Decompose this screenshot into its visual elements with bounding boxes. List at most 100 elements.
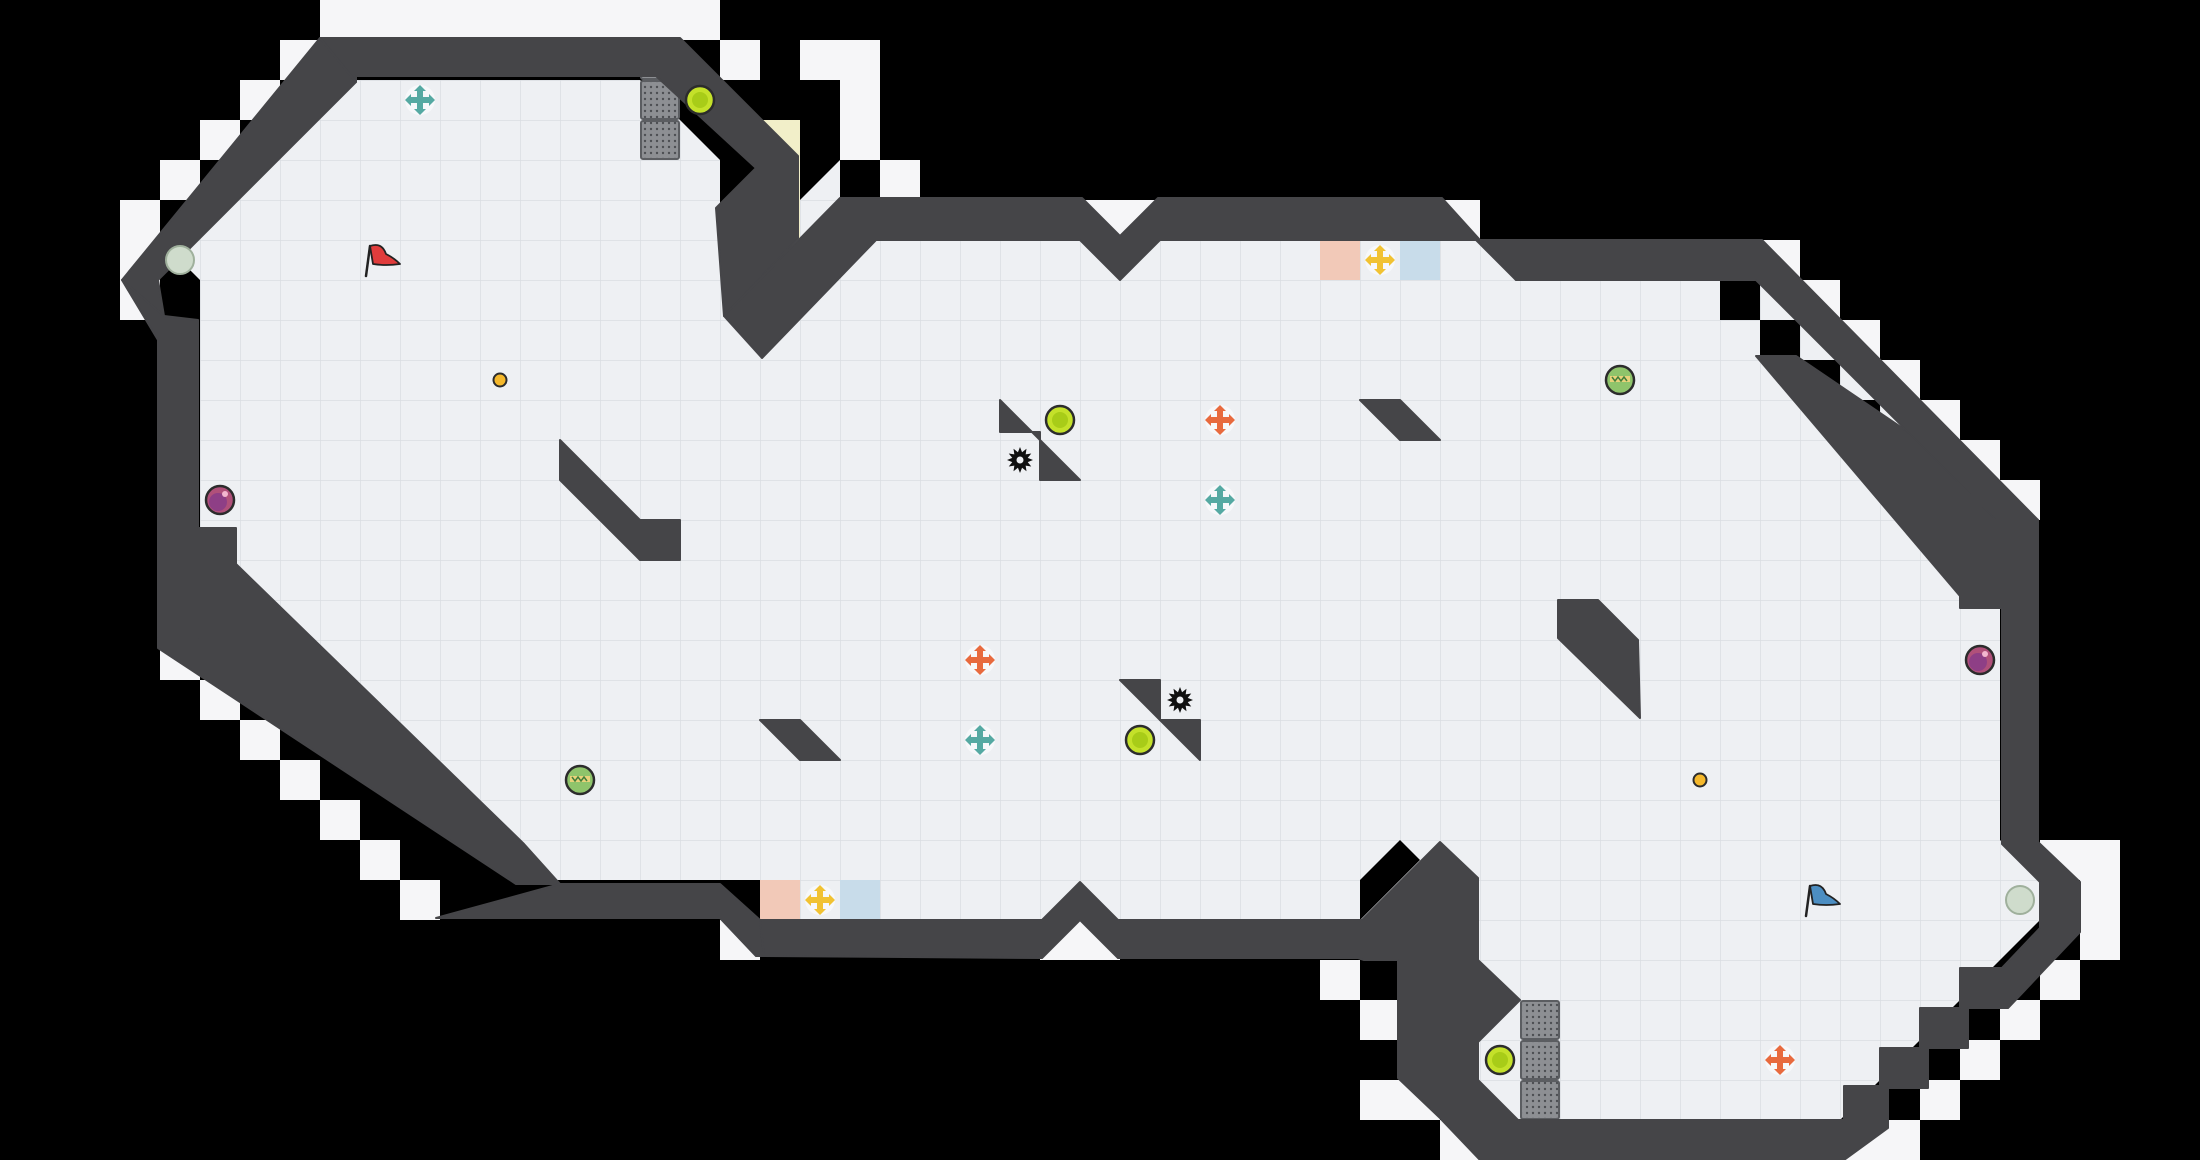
ghost-tile — [2080, 920, 2120, 960]
orb-core — [1132, 732, 1148, 748]
ghost-tile — [720, 40, 760, 80]
purple-ball-icon[interactable] — [1964, 644, 1996, 676]
wall-segment — [435, 883, 765, 957]
lime-orb-icon[interactable] — [684, 84, 716, 116]
ghost-tile — [880, 160, 920, 200]
four-way-arrow-icon[interactable] — [1205, 485, 1235, 515]
green-ball-icon[interactable] — [1604, 364, 1636, 396]
coin-icon[interactable] — [492, 372, 508, 388]
ghost-tile — [840, 120, 880, 160]
colored-tile — [1320, 240, 1360, 280]
grate-icon — [1520, 1040, 1560, 1080]
ball-shade — [1969, 653, 1987, 671]
grate-icon — [1520, 1080, 1560, 1120]
lime-orb-icon[interactable] — [1484, 1044, 1516, 1076]
mines — [1007, 447, 1193, 713]
four-way-arrow-icon[interactable] — [965, 645, 995, 675]
colored-tile — [760, 880, 800, 920]
ghost-tile — [640, 0, 680, 40]
ghost-tile — [1360, 1080, 1400, 1120]
ghost-tile — [800, 40, 840, 80]
four-way-arrow-icon[interactable] — [405, 85, 435, 115]
ball-shade — [209, 493, 227, 511]
lime-orbs — [684, 84, 1516, 1076]
grate-icon — [1520, 1000, 1560, 1040]
ghost-tile — [1360, 1000, 1400, 1040]
ghost-tile — [320, 0, 360, 40]
spiked-mine-icon[interactable] — [1007, 447, 1033, 473]
interior-wall — [1359, 399, 1441, 441]
flag-icon[interactable] — [1804, 884, 1841, 918]
wall-segment — [1557, 599, 1641, 719]
green-ball-icon[interactable] — [564, 764, 596, 796]
ghost-tile — [840, 80, 880, 120]
ghost-tile — [120, 200, 160, 240]
ghost-tile — [680, 0, 720, 40]
coins — [492, 372, 1708, 788]
orb-core — [692, 92, 708, 108]
ball-zigzag — [1611, 375, 1628, 383]
four-way-arrow-icon[interactable] — [805, 885, 835, 915]
interior-wall — [759, 719, 841, 761]
ghost-tile — [440, 0, 480, 40]
mover-arrows — [1365, 245, 1395, 275]
purple-ball-icon[interactable] — [204, 484, 236, 516]
colored-tile — [1400, 240, 1440, 280]
orb-core — [1052, 412, 1068, 428]
ball-shine — [222, 491, 228, 497]
ghost-tile — [280, 760, 320, 800]
flag-cloth — [369, 244, 401, 266]
lime-orb-icon[interactable] — [1044, 404, 1076, 436]
pit-tile — [1760, 320, 1800, 360]
flag-pole — [1804, 884, 1812, 918]
orb-core — [1492, 1052, 1508, 1068]
purple-balls — [204, 484, 1996, 676]
mover-arrows — [1765, 1045, 1795, 1075]
green-balls — [564, 364, 1636, 796]
ghost-tile — [480, 0, 520, 40]
flags — [364, 244, 1841, 918]
flag-icon[interactable] — [364, 244, 401, 278]
ghost-tile — [520, 0, 560, 40]
mover-arrows — [805, 885, 835, 915]
four-way-arrow-icon[interactable] — [1205, 405, 1235, 435]
mine-center — [1016, 456, 1024, 464]
lime-orb-icon[interactable] — [1124, 724, 1156, 756]
wall-segment — [1755, 355, 2081, 1160]
four-way-arrow-icon[interactable] — [1765, 1045, 1795, 1075]
interior-wall — [999, 399, 1041, 441]
ghost-tile — [840, 40, 880, 80]
pit-tile — [1720, 280, 1760, 320]
ghost-tile — [360, 840, 400, 880]
coin-icon[interactable] — [1692, 772, 1708, 788]
ghost-tile — [360, 0, 400, 40]
ghost-tile — [2080, 880, 2120, 920]
interior-wall — [1159, 719, 1201, 761]
ghost-tile — [560, 0, 600, 40]
four-way-arrow-icon[interactable] — [1365, 245, 1395, 275]
spiked-mine-icon[interactable] — [1167, 687, 1193, 713]
mover-arrows — [1205, 485, 1235, 515]
ghost-tile — [600, 0, 640, 40]
ghost-tile — [320, 800, 360, 840]
spawn-pad-icon[interactable] — [2005, 885, 2035, 915]
spawn-pad-icon[interactable] — [165, 245, 195, 275]
flag-pole — [364, 244, 372, 278]
floor-area — [160, 80, 2040, 1120]
flag-cloth — [1809, 884, 1841, 906]
wall-segment — [157, 527, 561, 885]
mover-arrows — [1205, 405, 1235, 435]
mine-center — [1176, 696, 1184, 704]
movers — [405, 85, 1795, 1075]
colored-tile — [840, 880, 880, 920]
grate-icon — [640, 120, 680, 160]
mover-arrows — [965, 645, 995, 675]
interior-wall — [559, 439, 681, 561]
ghost-tile — [1320, 960, 1360, 1000]
mover-arrows — [965, 725, 995, 755]
interior-wall — [1039, 439, 1081, 481]
four-way-arrow-icon[interactable] — [965, 725, 995, 755]
wall-segment — [723, 197, 1517, 359]
